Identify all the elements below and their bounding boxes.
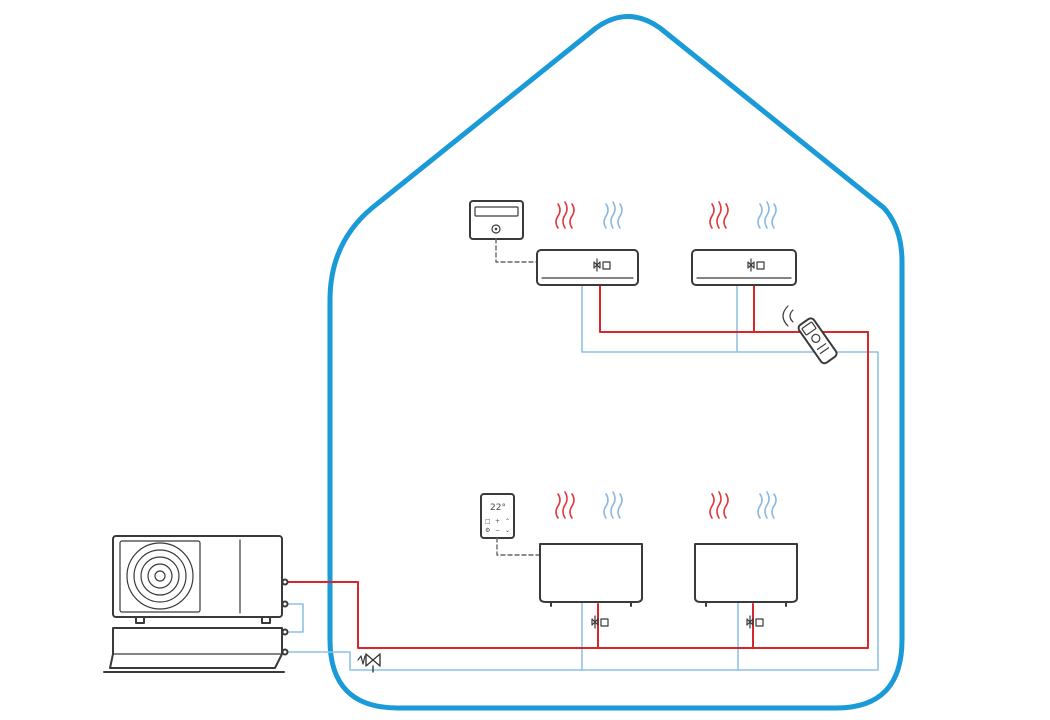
wall-mounted-fan-coil xyxy=(691,249,797,286)
heat-waves-icon xyxy=(709,491,729,519)
buffer-tank xyxy=(103,627,289,673)
heat-waves-icon xyxy=(555,491,575,519)
thermostat-button: ⚙ xyxy=(485,527,490,534)
fan-icon xyxy=(126,542,194,610)
wall-control-panel xyxy=(469,200,524,240)
floor-fan-coil xyxy=(539,543,643,607)
heat-waves-icon xyxy=(709,201,729,229)
valve-actuator-icon xyxy=(747,258,765,272)
cool-waves-icon xyxy=(757,491,777,519)
floor-fan-coil xyxy=(694,543,798,607)
wall-thermostat: 22° □ + ⌃ ⚙ − ⌄ xyxy=(480,493,515,539)
heat-waves-icon xyxy=(555,201,575,229)
heat-pump-outdoor-unit xyxy=(112,535,289,624)
cold-pipe-network xyxy=(286,267,879,671)
wireless-signal-icon xyxy=(782,305,794,327)
house-outline xyxy=(327,14,905,711)
thermostat-button: ⌄ xyxy=(505,527,510,534)
valve-actuator-icon xyxy=(593,258,611,272)
wall-mounted-fan-coil xyxy=(536,249,639,286)
cool-waves-icon xyxy=(757,201,777,229)
thermostat-button: + xyxy=(495,518,500,525)
remote-control-icon xyxy=(797,317,838,365)
thermostat-button: ⌃ xyxy=(505,518,510,525)
cool-waves-icon xyxy=(603,201,623,229)
cool-waves-icon xyxy=(603,491,623,519)
valve-actuator-icon xyxy=(591,615,609,629)
thermostat-button: □ xyxy=(485,518,491,525)
thermostat-display: 22° xyxy=(490,503,506,513)
valve-actuator-icon xyxy=(746,615,764,629)
pump-valve-icon xyxy=(357,653,381,673)
hot-pipe-network xyxy=(286,267,869,649)
thermostat-button: − xyxy=(495,527,500,534)
